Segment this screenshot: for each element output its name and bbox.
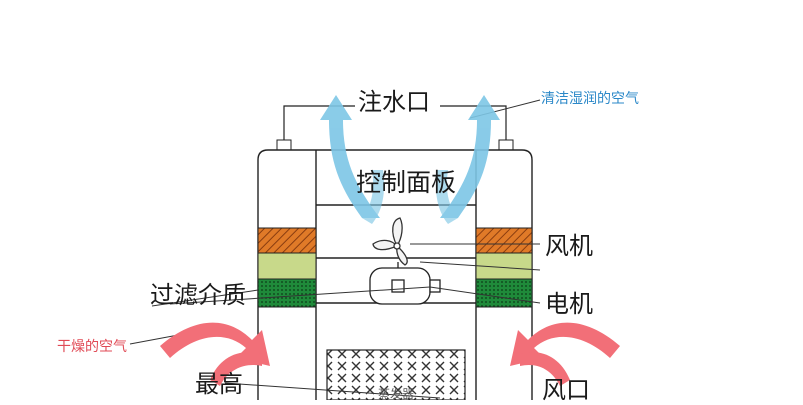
motor-label: 电机 bbox=[545, 290, 593, 318]
inflow-arrows bbox=[160, 322, 620, 386]
clean-air-label: 清洁湿润的空气 bbox=[541, 91, 639, 107]
right-inlet-cap bbox=[498, 139, 514, 151]
control-panel-label: 控制面板 bbox=[356, 168, 457, 197]
motor-icon bbox=[369, 262, 441, 305]
air-vent-label: 风口 bbox=[542, 376, 590, 404]
dry-air-label: 干燥的空气 bbox=[57, 339, 127, 355]
water-inlet-label: 注水口 bbox=[358, 88, 430, 116]
airflow-arrow-icon bbox=[320, 95, 500, 224]
left-inlet-cap bbox=[276, 139, 292, 151]
tank-label: 蒸发器 bbox=[378, 387, 415, 401]
fan-icon bbox=[372, 217, 408, 266]
filter-media-label: 过滤介质 bbox=[150, 281, 246, 309]
max-level-label: 最高 bbox=[195, 370, 243, 398]
filter-layers-left bbox=[257, 227, 317, 308]
leader-lines bbox=[129, 99, 541, 399]
fan-label: 风机 bbox=[545, 232, 593, 260]
